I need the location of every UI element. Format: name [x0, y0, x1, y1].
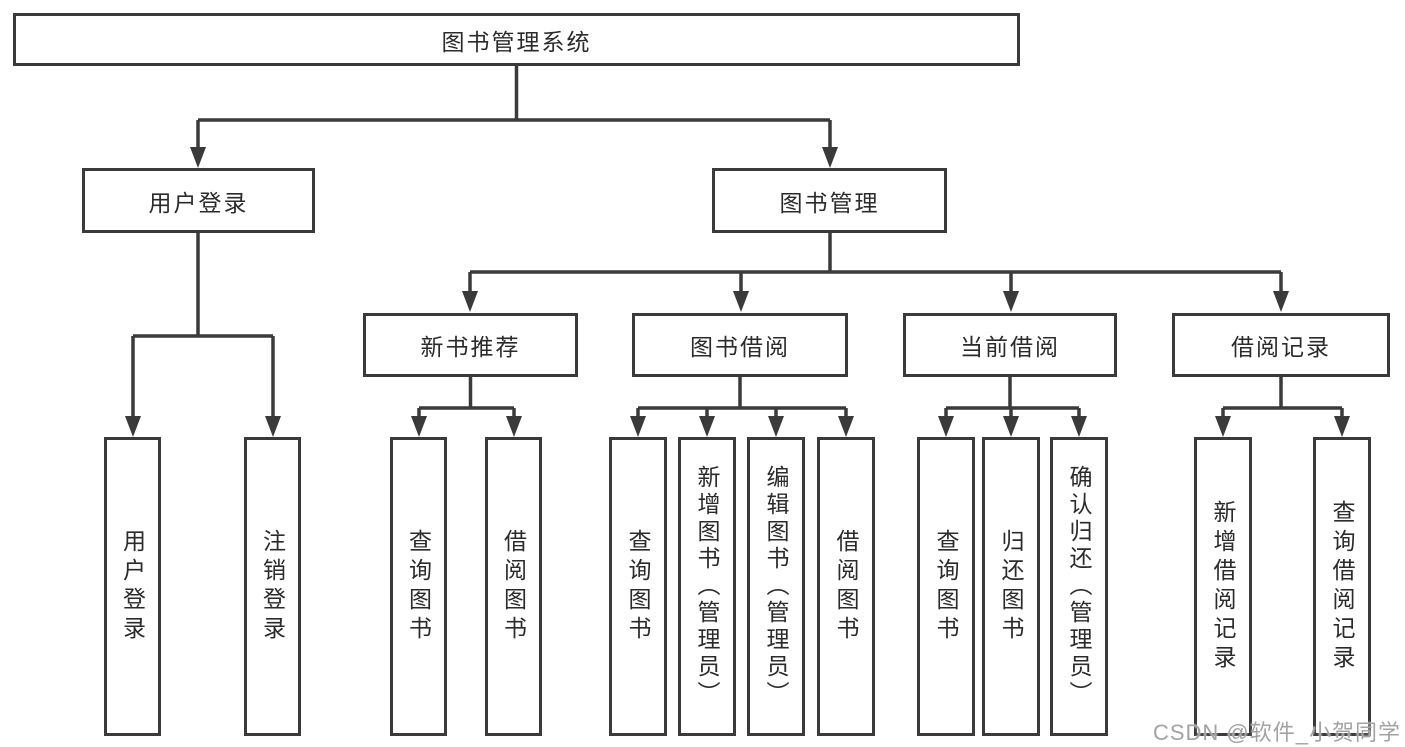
leaf-current-query: 查询图书 — [917, 437, 975, 736]
leaf-borrow-add-admin: 新增图书（管理员） — [678, 437, 736, 736]
leaf-logout: 注销登录 — [244, 437, 301, 736]
node-user-login: 用户登录 — [82, 168, 315, 233]
leaf-current-return: 归还图书 — [982, 437, 1040, 736]
node-new-book-recommend: 新书推荐 — [363, 313, 578, 377]
node-current-borrow: 当前借阅 — [903, 313, 1117, 377]
csdn-watermark: CSDN @软件_小贺同学 — [1152, 720, 1401, 745]
leaf-borrow-query: 查询图书 — [609, 437, 667, 736]
node-book-borrow: 图书借阅 — [632, 313, 848, 377]
node-borrow-records: 借阅记录 — [1172, 313, 1390, 377]
leaf-current-confirm-admin: 确认归还（管理员） — [1050, 437, 1108, 736]
leaf-records-query: 查询借阅记录 — [1313, 437, 1371, 736]
node-root: 图书管理系统 — [13, 13, 1020, 66]
leaf-newbook-query: 查询图书 — [390, 437, 447, 736]
leaf-newbook-borrow: 借阅图书 — [485, 437, 542, 736]
leaf-user-login: 用户登录 — [104, 437, 161, 736]
leaf-borrow-book: 借阅图书 — [817, 437, 875, 736]
node-book-management: 图书管理 — [712, 168, 947, 233]
leaf-borrow-edit-admin: 编辑图书（管理员） — [747, 437, 805, 736]
leaf-records-add: 新增借阅记录 — [1194, 437, 1252, 736]
